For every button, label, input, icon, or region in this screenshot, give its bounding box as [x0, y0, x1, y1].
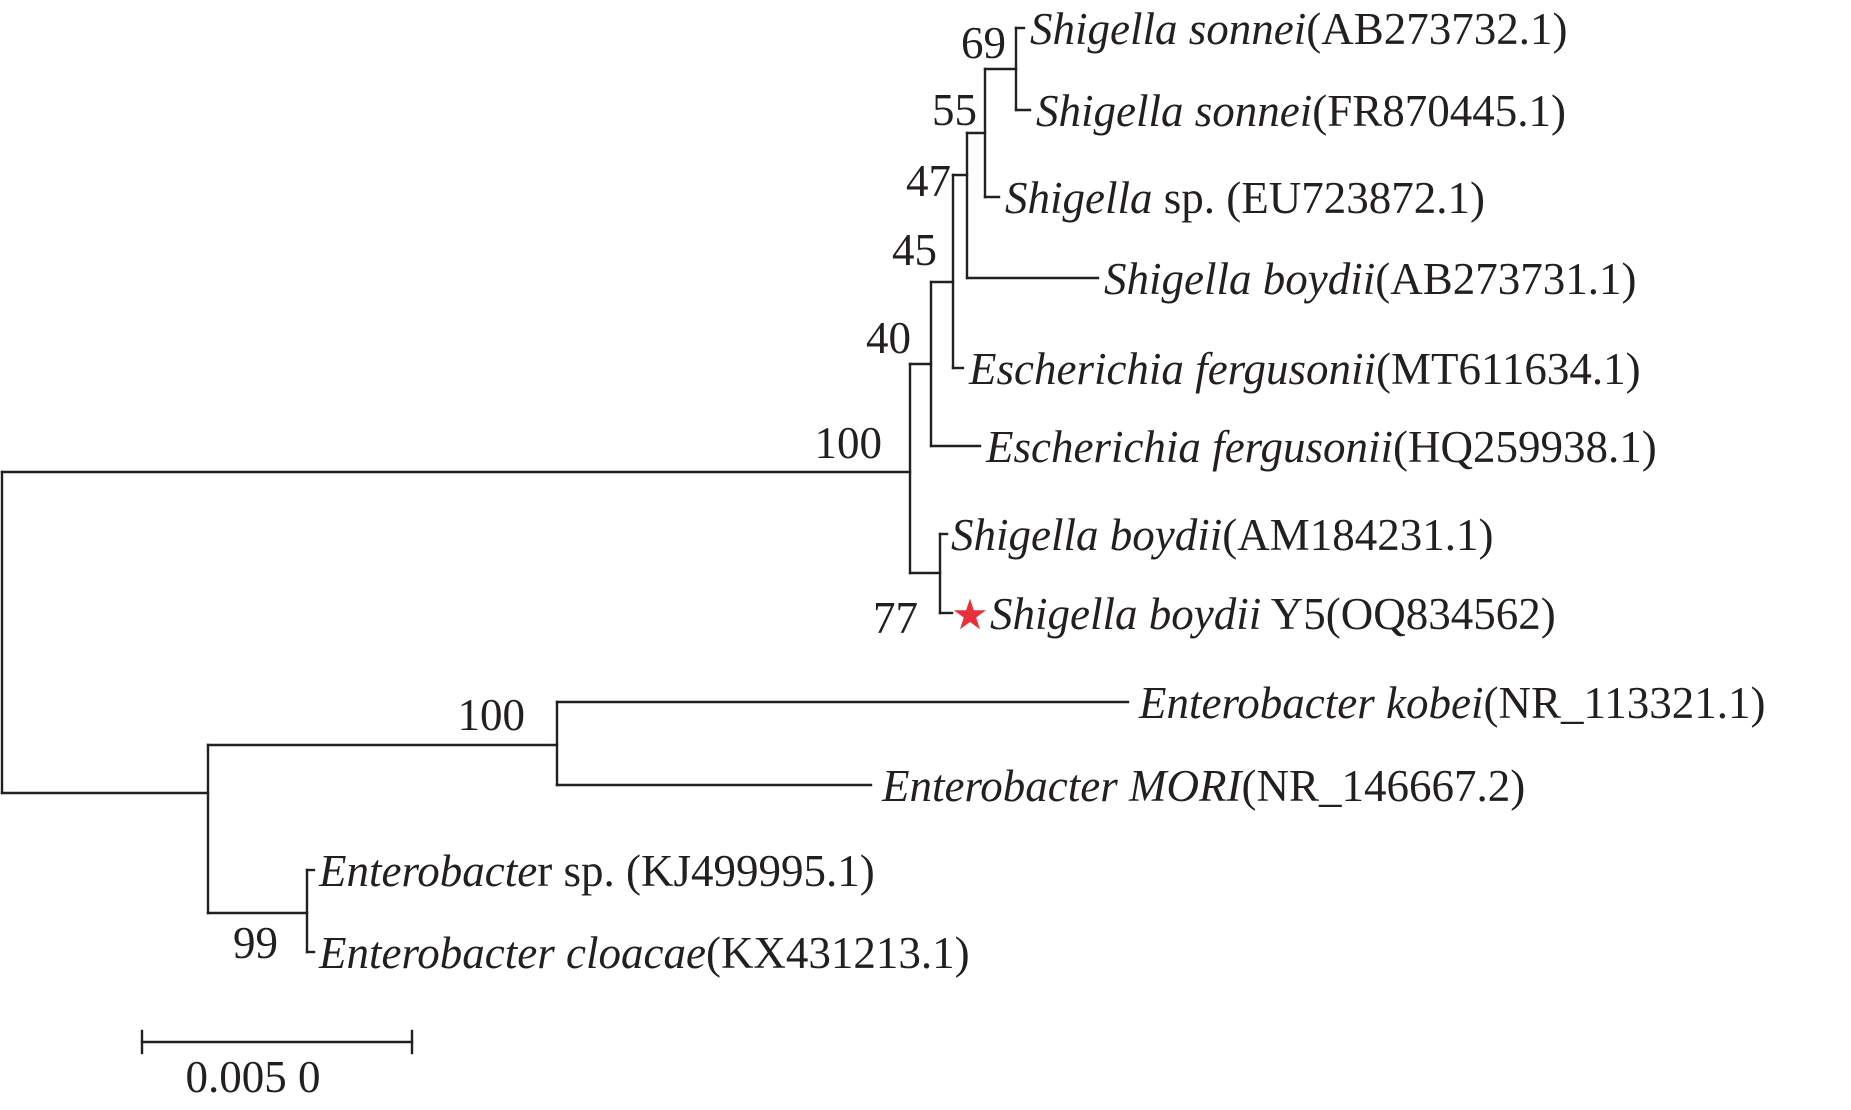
leaf-labels: Shigella sonnei(AB273732.1)Shigella sonn…	[318, 4, 1766, 978]
taxon-name: Shigella sonnei	[1030, 4, 1306, 54]
scale-bar-label: 0.005 0	[186, 1052, 321, 1102]
scale-bar: 0.005 0	[140, 1029, 414, 1102]
leaf-label: Shigella sonnei(FR870445.1)	[1036, 86, 1566, 136]
leaf-label: Enterobacter MORI(NR_146667.2)	[881, 761, 1525, 811]
accession-text: (FR870445.1)	[1312, 86, 1566, 136]
bootstrap-values: 69 55 47 45 40 100 77 100 99	[233, 18, 1006, 968]
taxon-name: Shigella boydii	[1104, 254, 1375, 304]
taxon-name: Shigella boydii	[990, 589, 1261, 639]
taxon-name: Enterobacter kobei	[1138, 678, 1483, 728]
accession-text: (NR_146667.2)	[1241, 761, 1525, 811]
accession-text: (NR_113321.1)	[1483, 678, 1765, 728]
accession-text: (KX431213.1)	[706, 928, 970, 978]
taxon-name: Shigella sonnei	[1036, 86, 1312, 136]
taxon-name: Shigella boydii	[951, 510, 1222, 560]
accession-text: r sp. (KJ499995.1)	[537, 846, 874, 896]
leaf-label: Shigella boydii(AM184231.1)	[951, 510, 1493, 560]
bootstrap-value: 40	[866, 313, 911, 363]
taxon-name: Escherichia fergusonii	[968, 344, 1376, 394]
accession-text: (MT611634.1)	[1376, 344, 1641, 394]
leaf-label: Shigella sonnei(AB273732.1)	[1030, 4, 1567, 54]
accession-text: (HQ259938.1)	[1393, 422, 1657, 472]
bootstrap-value: 77	[873, 593, 918, 643]
accession-text: (AB273732.1)	[1306, 4, 1567, 54]
leaf-label: Escherichia fergusonii(MT611634.1)	[968, 344, 1641, 394]
bootstrap-value: 69	[961, 18, 1006, 68]
bootstrap-value: 47	[906, 156, 951, 206]
leaf-label: Escherichia fergusonii(HQ259938.1)	[985, 422, 1657, 472]
bootstrap-value: 45	[892, 225, 937, 275]
tree-branches	[0, 26, 1130, 954]
leaf-label: Shigella boydii Y5(OQ834562)	[990, 589, 1556, 639]
accession-text: (AB273731.1)	[1375, 254, 1636, 304]
leaf-label: Enterobacter sp. (KJ499995.1)	[318, 846, 875, 896]
taxon-name: Escherichia fergusonii	[985, 422, 1393, 472]
leaf-label: Enterobacter kobei(NR_113321.1)	[1138, 678, 1766, 728]
leaf-label: Shigella boydii(AB273731.1)	[1104, 254, 1636, 304]
bootstrap-value: 100	[815, 418, 883, 468]
taxon-name: Enterobacte	[318, 846, 537, 896]
accession-text: (AM184231.1)	[1222, 510, 1493, 560]
bootstrap-value: 99	[233, 918, 278, 968]
bootstrap-value: 100	[458, 690, 526, 740]
leaf-label: Shigella sp. (EU723872.1)	[1005, 173, 1485, 223]
accession-text: Y5(OQ834562)	[1261, 589, 1556, 639]
star-marker-icon: ★	[951, 590, 989, 639]
bootstrap-value: 55	[932, 85, 977, 135]
taxon-name: Enterobacter MORI	[881, 761, 1243, 811]
taxon-name: Shigella	[1005, 173, 1152, 223]
taxon-name: Enterobacter cloacae	[318, 928, 706, 978]
accession-text: sp. (EU723872.1)	[1152, 173, 1484, 223]
leaf-label: Enterobacter cloacae(KX431213.1)	[318, 928, 970, 978]
